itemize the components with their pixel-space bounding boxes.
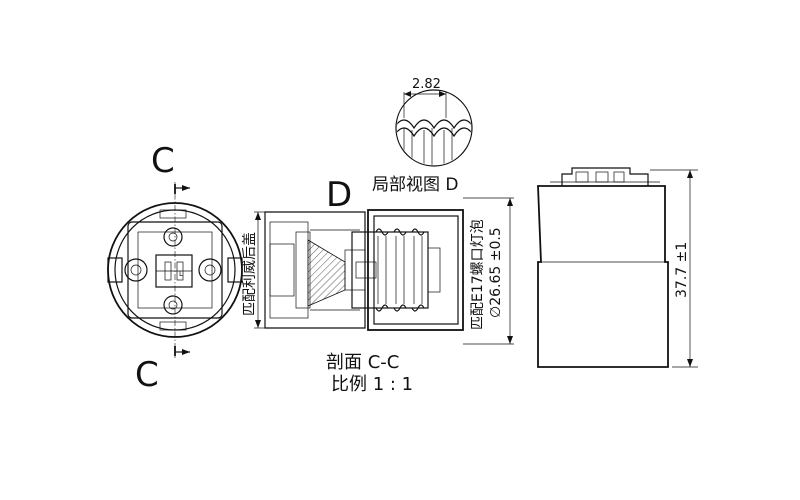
detail-view-d: 2.82 局部视图 D [372,77,473,195]
left-part-note: 匹配利威后盖 [242,232,258,316]
section-view: 匹配利威后盖 匹配E17螺口灯泡 ∅26.65 ±0.5 剖面 C-C 比例 1… [242,197,514,395]
front-view: L [107,182,243,358]
pin-mark: L [179,270,183,278]
detail-title: 局部视图 D [372,175,459,195]
right-part-note-2: ∅26.65 ±0.5 [488,227,504,318]
scale-label: 比例 1 : 1 [331,374,413,395]
detail-marker-letter: D [326,175,352,215]
thread-coils [375,228,425,312]
detail-dimension: 2.82 [412,77,441,92]
section-title: 剖面 C-C [326,352,399,373]
right-part-note-1: 匹配E17螺口灯泡 [470,219,486,330]
section-marker-top: C [151,141,175,181]
height-dimension: 37.7 ±1 [674,242,690,298]
section-line-c: C C [135,141,190,395]
side-view: 37.7 ±1 [537,167,698,368]
section-marker-bottom: C [135,355,159,395]
detail-marker: D [326,175,352,215]
